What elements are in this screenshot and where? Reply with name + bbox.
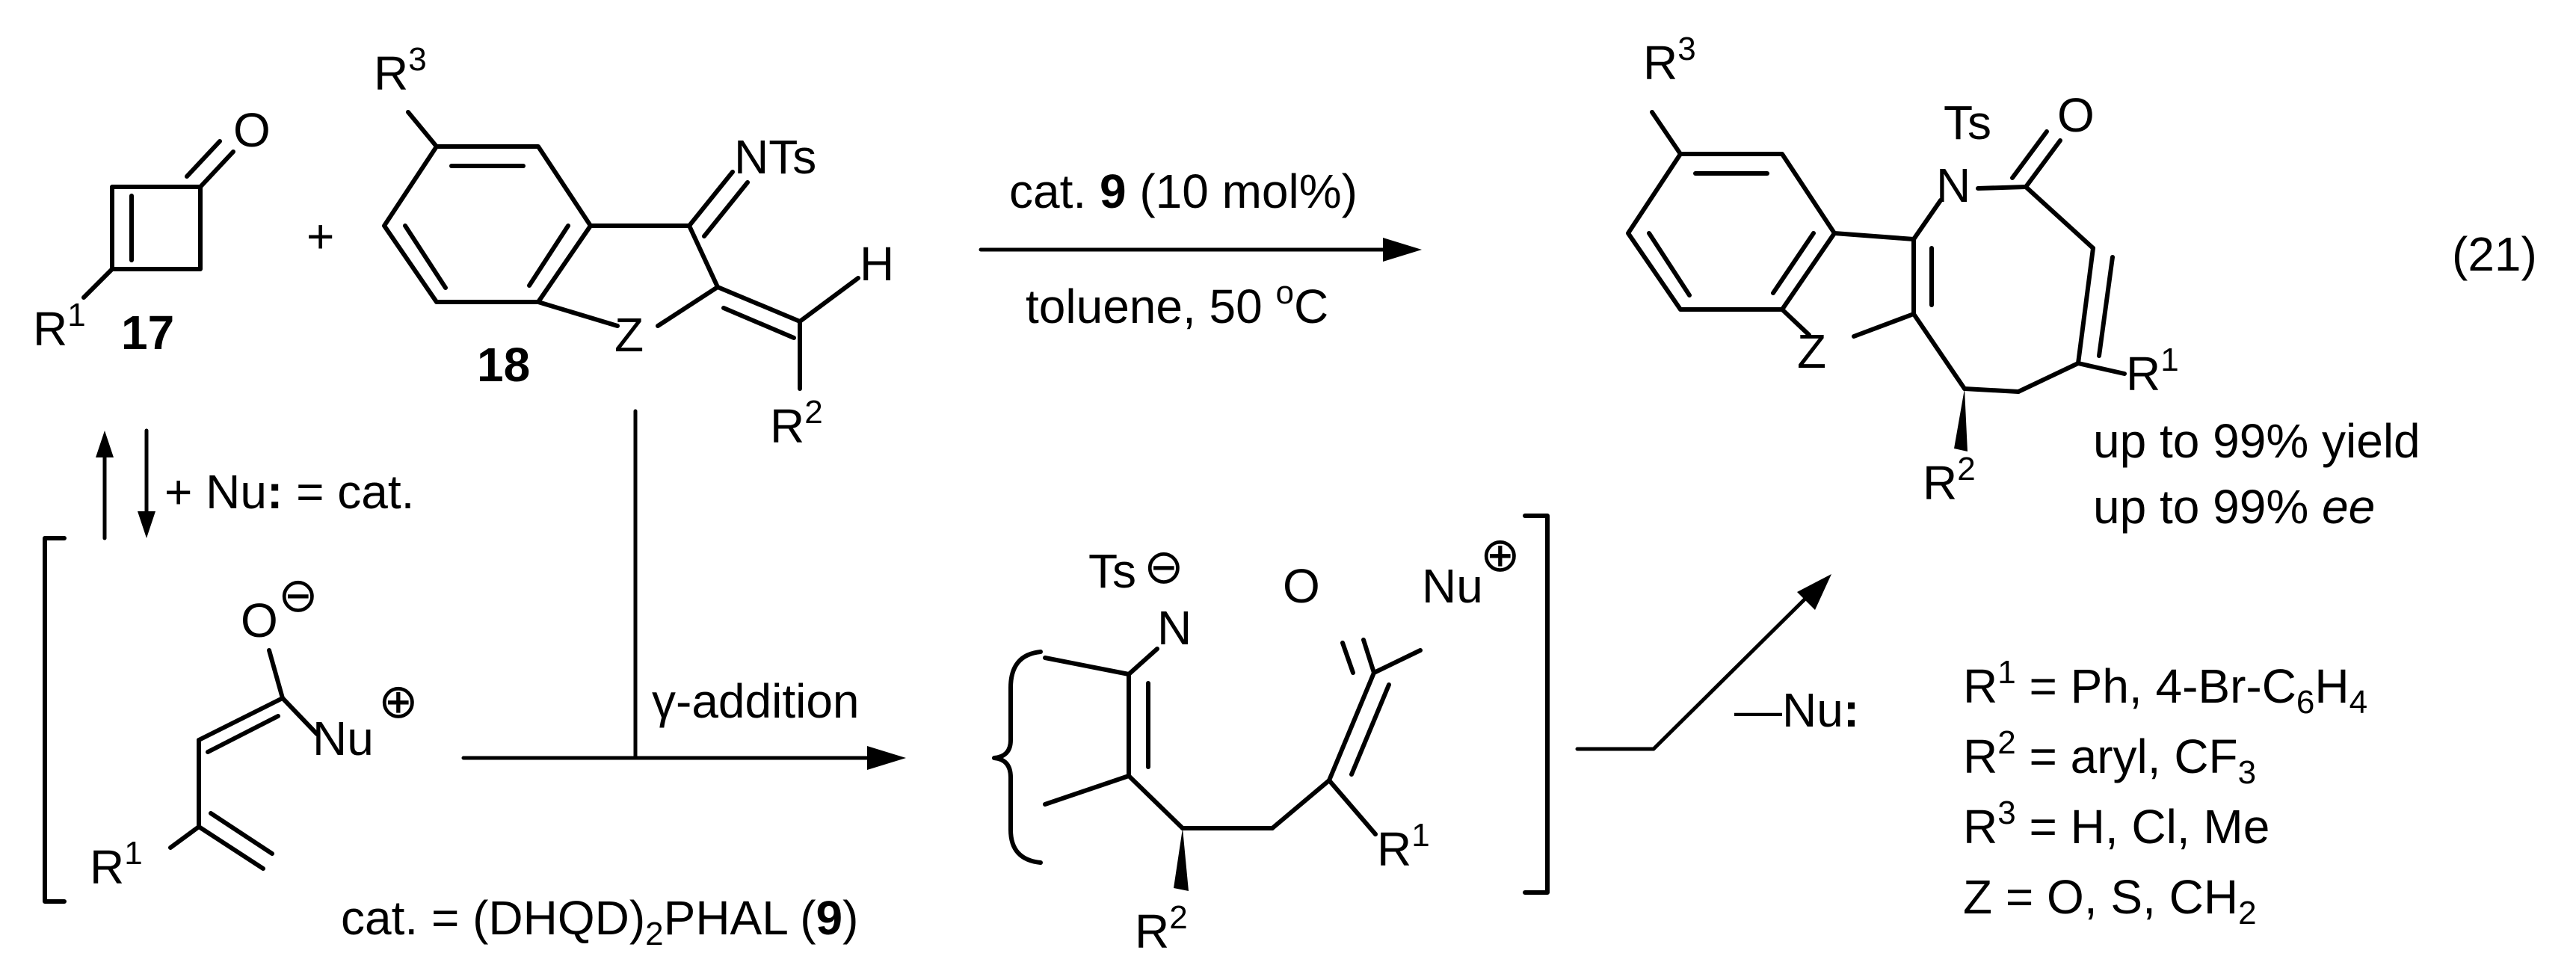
r1-scope: R1 = Ph, 4-Br-C6H4 — [1963, 654, 2367, 721]
catalyst-loading: cat. 9 (10 mol%) — [1009, 164, 1358, 218]
enolate-plus-charge: ⊕ — [378, 674, 419, 728]
product-z-label: Z — [1797, 324, 1826, 378]
z-label: Z — [614, 308, 644, 362]
enolate-nu-label: Nu — [312, 712, 374, 765]
product-r3-label: R3 — [1643, 31, 1696, 90]
adduct-r2-label: R2 — [1135, 899, 1188, 958]
adduct-o-label: O — [1283, 559, 1320, 613]
adduct-minus-charge: ⊖ — [1144, 540, 1184, 594]
enolate-minus-charge: ⊖ — [278, 568, 318, 622]
product-carbonyl-o: O — [2057, 88, 2095, 142]
adduct-ts-label: Ts — [1088, 544, 1136, 598]
nucleophile-release: —Nu: — [1734, 683, 1859, 737]
adduct-r1-label: R1 — [1377, 817, 1430, 876]
nts-label: NTs — [734, 130, 816, 184]
product-n-label: N — [1936, 158, 1970, 212]
enolate-o-label: O — [241, 594, 278, 647]
imine-18: R3 Z NTs H R2 18 — [374, 41, 894, 453]
adduct-n-label: N — [1157, 601, 1192, 655]
dienolate-intermediate: O ⊖ Nu ⊕ R1 — [43, 536, 419, 904]
enolate-r1-label: R1 — [90, 835, 143, 894]
r3-label: R3 — [374, 41, 427, 100]
yield-text: up to 99% yield — [2093, 414, 2421, 468]
z-scope: Z = O, S, CH2 — [1963, 870, 2257, 931]
reaction-conditions: toluene, 50 oC — [1026, 274, 1328, 333]
plus-sign: + — [306, 209, 334, 263]
ee-text: up to 99% ee — [2093, 480, 2375, 534]
substituent-scope: R1 = Ph, 4-Br-C6H4 R2 = aryl, CF3 R3 = H… — [1963, 654, 2367, 931]
equilibrium-arrows — [96, 428, 155, 540]
compound-17-label: 17 — [121, 306, 174, 360]
r1-label: R1 — [33, 297, 86, 356]
elimination-arrow — [1575, 574, 1831, 751]
r3-scope: R3 = H, Cl, Me — [1963, 795, 2270, 854]
gamma-addition-label: γ-addition — [652, 674, 860, 728]
h-label: H — [860, 237, 894, 291]
adduct-intermediate: Ts ⊖ N R2 R1 O Nu ⊕ — [992, 514, 1550, 958]
r2-scope: R2 = aryl, CF3 — [1963, 724, 2256, 791]
product-r1-label: R1 — [2126, 342, 2179, 401]
product-eight-membered-lactam: R3 Z N Ts O R1 R2 — [1626, 31, 2179, 510]
gamma-addition-arrow — [461, 409, 906, 770]
adduct-plus-charge: ⊕ — [1480, 528, 1520, 582]
nucleophile-equals-catalyst: + Nu: = cat. — [164, 465, 414, 519]
adduct-nu-label: Nu — [1422, 559, 1483, 613]
compound-18-label: 18 — [477, 338, 530, 392]
carbonyl-o-label: O — [233, 103, 271, 157]
product-ts-label: Ts — [1944, 96, 1991, 149]
product-r2-label: R2 — [1923, 451, 1976, 510]
r2-label: R2 — [770, 394, 823, 453]
main-reaction-arrow — [979, 238, 1422, 262]
equation-number: (21) — [2452, 227, 2537, 281]
cyclobutenone-17: O R1 17 — [33, 103, 271, 360]
catalyst-definition: cat. = (DHQD)2PHAL (9) — [341, 891, 858, 952]
